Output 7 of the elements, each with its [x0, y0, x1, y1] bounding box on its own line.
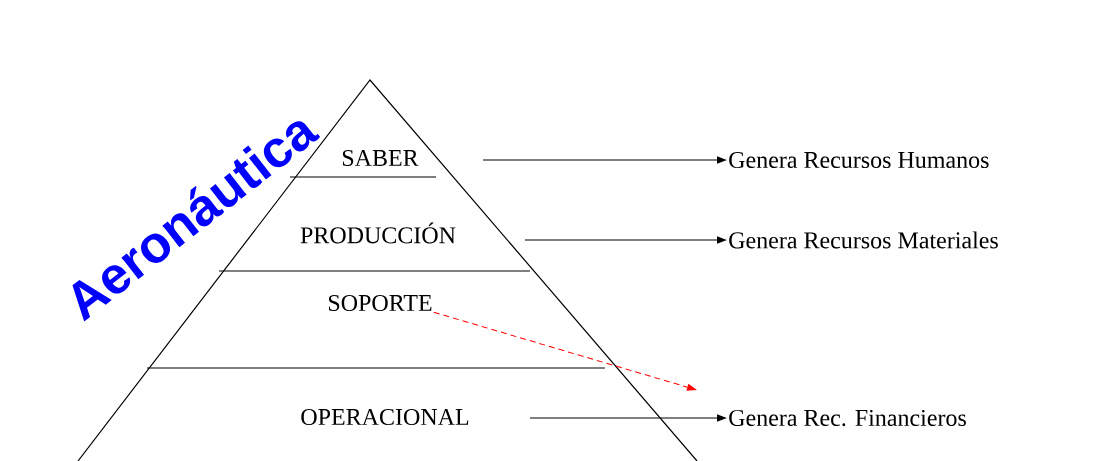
level-label: OPERACIONAL	[301, 408, 469, 426]
level-label: SOPORTE	[329, 294, 432, 312]
resource-label: Genera Recursos Materiales	[729, 231, 998, 249]
resource-label: Genera Recursos Humanos	[729, 151, 989, 169]
level-label: SABER	[342, 149, 419, 167]
resource-label: Genera Rec. Financieros	[729, 409, 966, 427]
arrow	[433, 311, 697, 391]
